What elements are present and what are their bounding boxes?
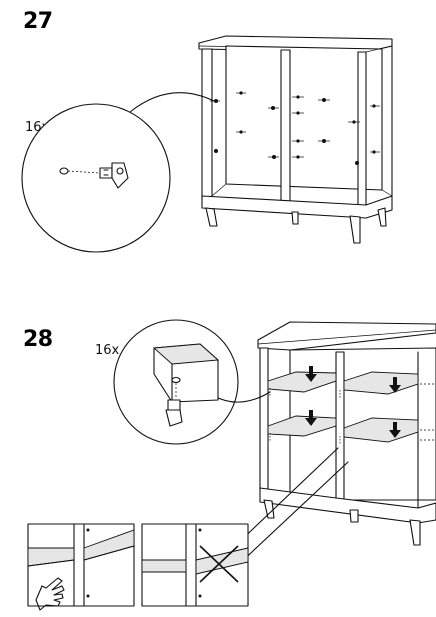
detail-correct	[27, 523, 135, 611]
cabinet-bottom	[201, 195, 393, 219]
step-28-quantity: 16x	[95, 343, 120, 358]
leg	[349, 509, 359, 523]
detail-wrong	[141, 523, 249, 607]
cabinet-top	[257, 321, 436, 351]
leg	[409, 519, 421, 546]
zoom-callout-step-27	[21, 103, 171, 253]
cabinet-left-side	[259, 347, 269, 491]
leg	[377, 207, 387, 227]
cabinet-divider	[335, 351, 345, 506]
cabinet-bottom	[259, 487, 436, 524]
shelf-pin-detail	[59, 162, 129, 189]
callout-leader	[129, 92, 215, 113]
shelf-pin-on-shelf-detail	[152, 343, 220, 427]
leg	[291, 211, 299, 225]
shelves	[267, 371, 419, 443]
hand-pointing-icon	[35, 577, 65, 611]
down-arrows	[305, 366, 401, 438]
step-28-number: 28	[23, 327, 53, 352]
shelf-pins-step-27	[210, 91, 380, 165]
leg	[349, 215, 361, 244]
step-27-number: 27	[23, 9, 53, 34]
leg	[263, 499, 275, 519]
cross-icon	[199, 545, 239, 583]
leg	[205, 207, 218, 227]
